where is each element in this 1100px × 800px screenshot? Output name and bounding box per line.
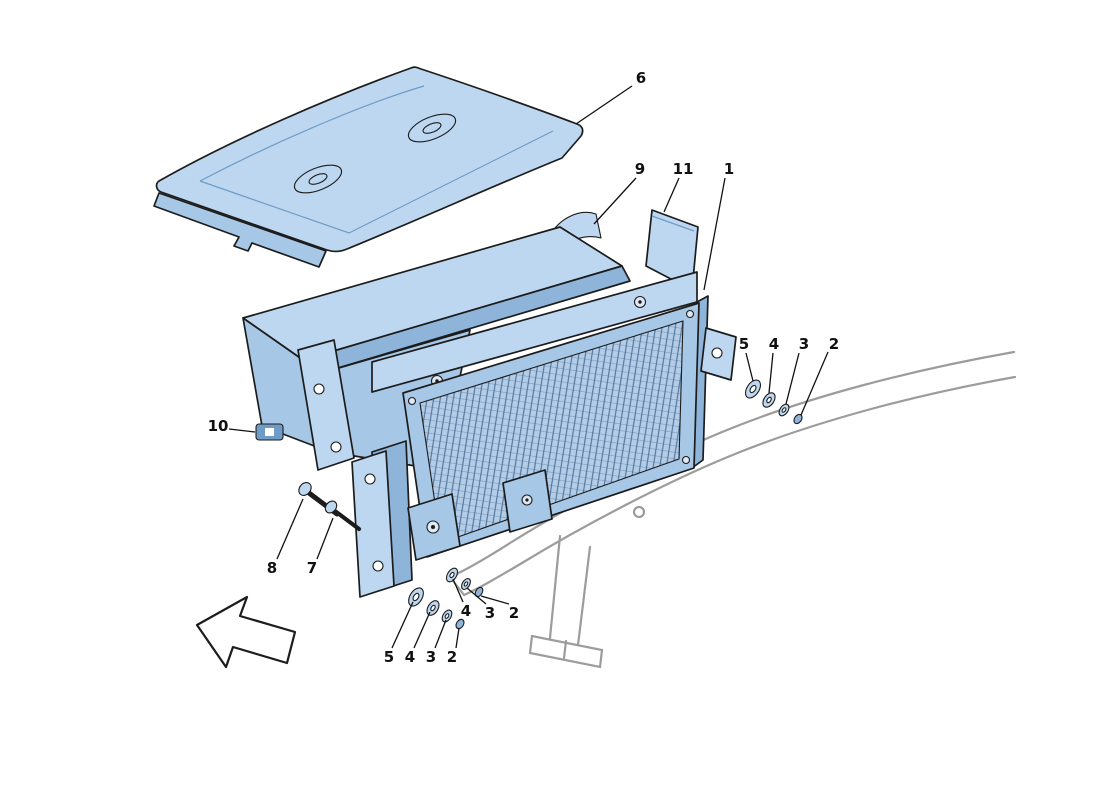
callout-label-5: 5: [384, 648, 394, 666]
washer-4: [445, 567, 459, 583]
cover-recess-right: [407, 113, 457, 143]
callout-label-9: 9: [635, 160, 645, 178]
callout-label-5: 5: [739, 335, 749, 353]
flange-screw: [633, 295, 647, 309]
callout-line-5: [391, 601, 414, 649]
direction-arrow: [195, 595, 297, 669]
nut-2: [455, 618, 465, 630]
callout-line-3: [785, 352, 800, 405]
washer-5: [408, 587, 424, 607]
callout-line-4: [768, 352, 774, 394]
callout-label-3: 3: [426, 648, 436, 666]
fastener-chain-bottom: [408, 587, 465, 630]
callout-line-3: [466, 587, 487, 605]
mount-plate-hole: [364, 473, 376, 485]
foot-bolt-center: [525, 498, 529, 502]
callout-label-11: 11: [673, 160, 694, 178]
frame-tube-lower: [462, 375, 1017, 597]
duct-bracket-hole: [330, 441, 342, 453]
washer-4: [426, 600, 440, 616]
tab-hole: [711, 347, 723, 359]
corner-screw: [407, 396, 417, 406]
callout-label-7: 7: [307, 559, 317, 577]
callout-label-8: 8: [267, 559, 277, 577]
radiator-core-border: [419, 320, 684, 544]
callout-label-2: 2: [447, 648, 457, 666]
washer-5: [744, 379, 762, 399]
callout-line-4: [413, 611, 431, 649]
callout-label-2: 2: [829, 335, 839, 353]
nut-2: [793, 413, 803, 425]
callout-line-11: [663, 177, 680, 213]
bolt-7: [324, 500, 362, 532]
frame-foot-rib: [562, 639, 568, 660]
corner-screw: [681, 455, 691, 465]
air-duct: [242, 212, 631, 471]
mount-plate-hole: [372, 560, 384, 572]
washer-3: [461, 578, 471, 590]
corner-screw: [685, 309, 695, 319]
callout-line-2: [455, 627, 460, 649]
washer-3: [778, 403, 790, 417]
callout-label-2: 2: [509, 604, 519, 622]
frame-hole: [632, 505, 646, 519]
callout-label-3: 3: [799, 335, 809, 353]
frame-strut-left: [548, 534, 562, 640]
callout-label-4: 4: [461, 602, 471, 620]
cover-inner-edge: [199, 130, 554, 234]
cover-front-flange: [153, 192, 327, 268]
callout-line-9: [593, 177, 637, 225]
callout-line-5: [745, 352, 754, 382]
mount-plate-front: [351, 450, 395, 598]
callout-label-4: 4: [405, 648, 415, 666]
clip-10: [255, 423, 284, 441]
washer-3: [441, 609, 453, 623]
foot-bolt-center: [431, 525, 435, 529]
bracket-fold-line: [651, 215, 695, 232]
radiator-core-fins: [420, 321, 683, 543]
frame-strut-right: [576, 545, 592, 647]
duct-bracket-hole: [313, 383, 325, 395]
callout-line-3: [434, 619, 447, 649]
washer-4: [762, 392, 776, 408]
callout-line-7: [316, 517, 334, 560]
callout-line-2: [800, 351, 829, 416]
callout-label-1: 1: [724, 160, 734, 178]
cover-inner-edge-top: [199, 85, 425, 182]
fastener-chain-mid: [445, 567, 484, 598]
radiator: [371, 271, 737, 561]
callout-line-10: [228, 428, 256, 433]
left-mount-plates: [351, 440, 413, 598]
callout-line-4: [452, 578, 464, 603]
callout-line-2: [480, 595, 510, 605]
callout-label-6: 6: [636, 69, 646, 87]
cover-panel: [153, 66, 584, 268]
callout-label-10: 10: [208, 417, 229, 435]
callout-line-6: [575, 85, 633, 125]
frame-strut-foot: [528, 634, 604, 669]
cover-recess-left: [293, 164, 343, 194]
fastener-chain-right: [744, 379, 803, 425]
clip-slot: [265, 428, 274, 436]
callout-label-4: 4: [769, 335, 779, 353]
callout-label-3: 3: [485, 604, 495, 622]
duct-mount-bracket: [297, 339, 355, 471]
callout-line-1: [703, 177, 726, 291]
callout-line-8: [276, 498, 304, 560]
